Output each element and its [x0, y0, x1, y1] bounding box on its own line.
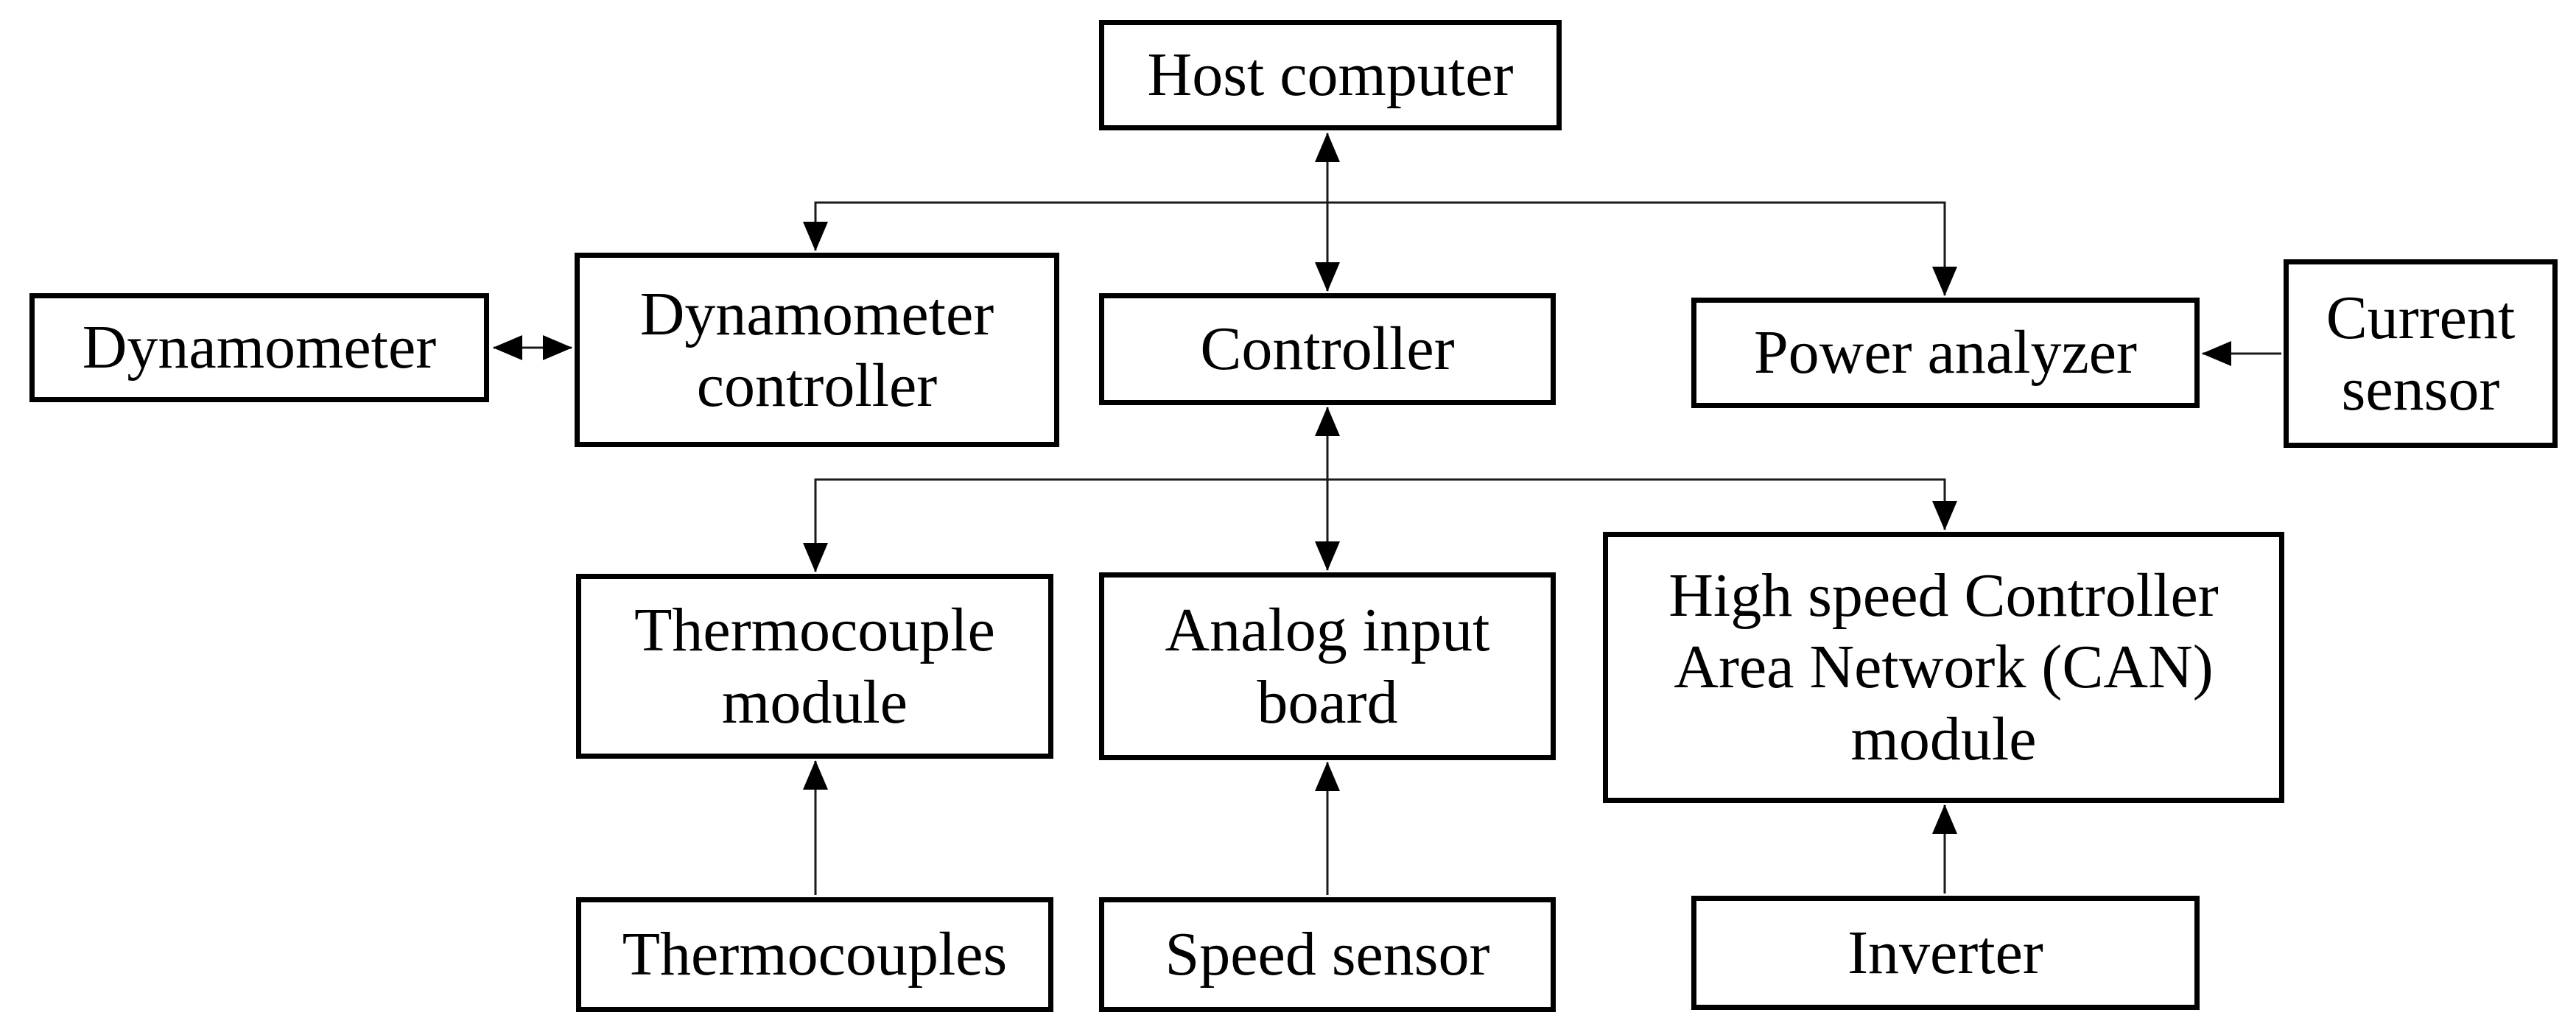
- node-dynamometer-label: Dynamometer: [82, 313, 437, 382]
- node-can-module-label: High speed Controller Area Network (CAN)…: [1668, 561, 2219, 773]
- node-inverter-label: Inverter: [1847, 918, 2043, 987]
- node-thermocouple-module-label: Thermocouple module: [634, 596, 995, 737]
- edge-controller-thermomodule-canmodule: [803, 478, 1957, 572]
- node-thermocouples-label: Thermocouples: [622, 920, 1008, 989]
- node-host-computer-label: Host computer: [1147, 41, 1514, 110]
- node-dynamometer: Dynamometer: [29, 293, 489, 402]
- node-analog-input-board: Analog input board: [1099, 572, 1556, 760]
- node-power-analyzer: Power analyzer: [1691, 298, 2200, 408]
- node-analog-input-board-label: Analog input board: [1165, 596, 1490, 737]
- node-inverter: Inverter: [1691, 896, 2200, 1010]
- node-thermocouple-module: Thermocouple module: [576, 574, 1053, 759]
- node-power-analyzer-label: Power analyzer: [1753, 318, 2138, 387]
- node-speed-sensor-label: Speed sensor: [1165, 920, 1490, 989]
- node-can-module: High speed Controller Area Network (CAN)…: [1603, 532, 2284, 803]
- node-controller: Controller: [1099, 293, 1556, 405]
- node-dynamometer-controller-label: Dynamometer controller: [639, 279, 994, 420]
- node-dynamometer-controller: Dynamometer controller: [575, 253, 1059, 447]
- node-thermocouples: Thermocouples: [576, 897, 1053, 1012]
- edge-host-dyncontroller-poweranalyzer: [803, 201, 1957, 296]
- node-controller-label: Controller: [1200, 315, 1455, 384]
- node-host-computer: Host computer: [1099, 20, 1562, 130]
- node-current-sensor-label: Current sensor: [2326, 283, 2516, 424]
- node-current-sensor: Current sensor: [2284, 259, 2558, 448]
- node-speed-sensor: Speed sensor: [1099, 897, 1556, 1012]
